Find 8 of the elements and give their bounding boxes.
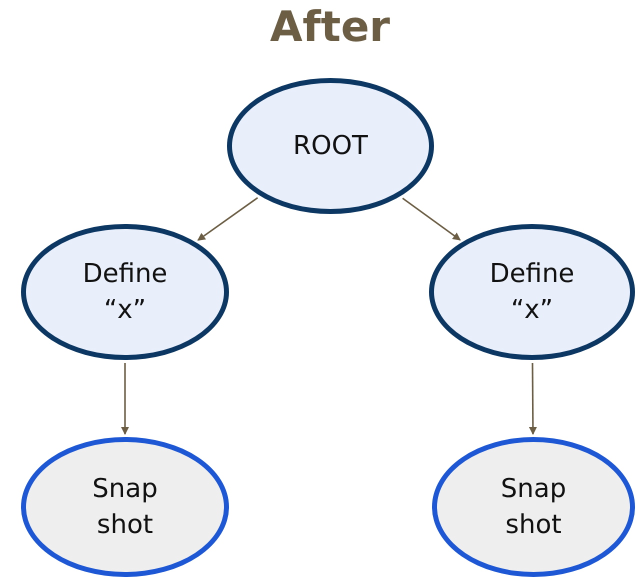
node-label: Snap shot (500, 473, 568, 542)
node-label: ROOT (293, 130, 368, 163)
diagram-title: After (268, 1, 392, 53)
node-label: Define “x” (488, 258, 576, 327)
arrow (528, 363, 537, 435)
arrow (121, 363, 129, 435)
node-label: Snap shot (91, 473, 159, 542)
node-label: Define “x” (82, 258, 168, 327)
